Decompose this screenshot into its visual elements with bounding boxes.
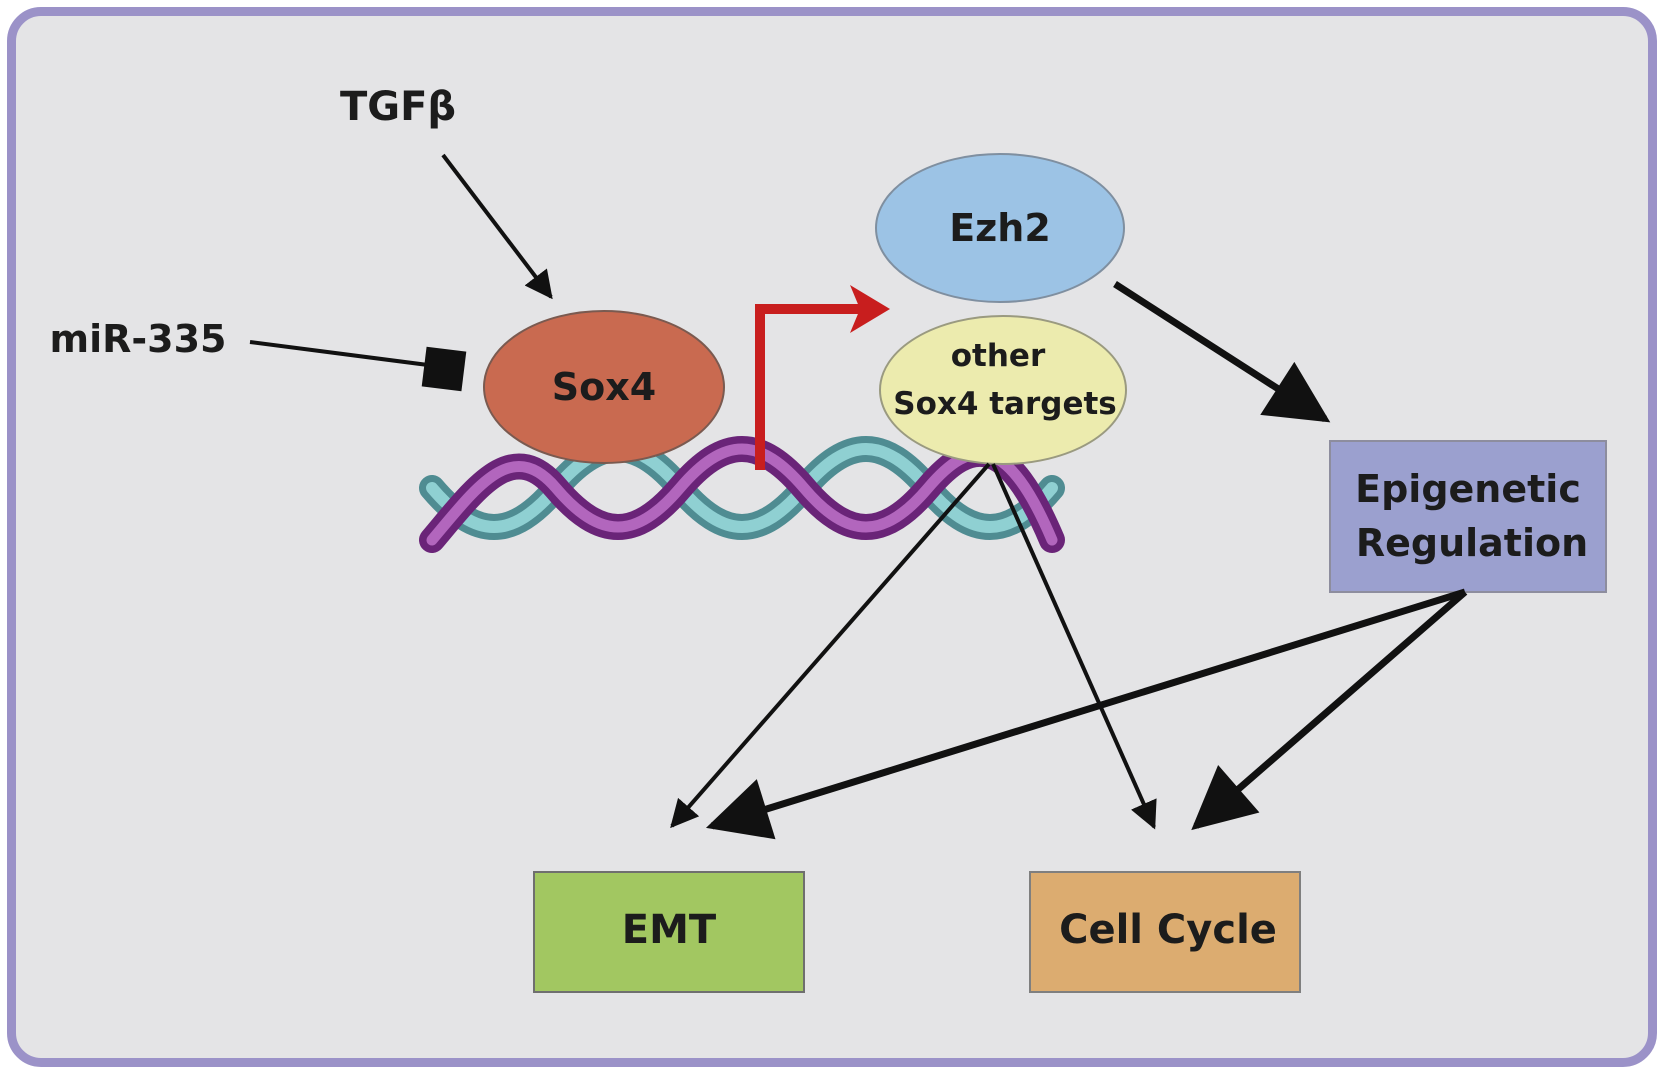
cell-cycle-label: Cell Cycle xyxy=(1059,907,1277,953)
sox4-label: Sox4 xyxy=(552,365,656,409)
epigenetic-to-emt-arrow xyxy=(705,588,1467,840)
ezh2-node: Ezh2 xyxy=(875,153,1125,303)
epigenetic-regulation-node: Epigenetic Regulation xyxy=(1329,440,1607,593)
epigenetic-label-line1: Epigenetic xyxy=(1355,467,1581,511)
emt-node: EMT xyxy=(533,871,805,993)
dna-strand-a-highlight xyxy=(426,443,1058,546)
dna-strand-b-highlight xyxy=(426,443,1058,533)
epigenetic-to-cellcycle-arrow xyxy=(1191,589,1468,831)
mir335-inhibits-sox4 xyxy=(249,340,467,392)
ezh2-to-epigenetic-arrow xyxy=(1113,281,1331,423)
cell-cycle-node: Cell Cycle xyxy=(1029,871,1301,993)
emt-label: EMT xyxy=(622,907,717,953)
targets-to-emt-arrow xyxy=(670,462,991,829)
dna-helix-icon xyxy=(419,436,1065,553)
other-sox4-targets-node: other Sox4 targets xyxy=(879,315,1127,465)
epigenetic-label-line2: Regulation xyxy=(1356,521,1588,565)
sox4-node: Sox4 xyxy=(483,310,725,464)
mir335-label: miR-335 xyxy=(50,317,227,361)
ezh2-label: Ezh2 xyxy=(949,206,1051,250)
other-targets-label-line2: Sox4 targets xyxy=(893,386,1117,422)
transcription-arrow xyxy=(755,285,890,470)
tgfb-label: TGFβ xyxy=(340,84,456,130)
targets-to-cellcycle-arrow xyxy=(991,463,1157,830)
other-targets-label-line1: other xyxy=(951,338,1046,374)
tgfb-to-sox4-arrow xyxy=(441,153,553,300)
